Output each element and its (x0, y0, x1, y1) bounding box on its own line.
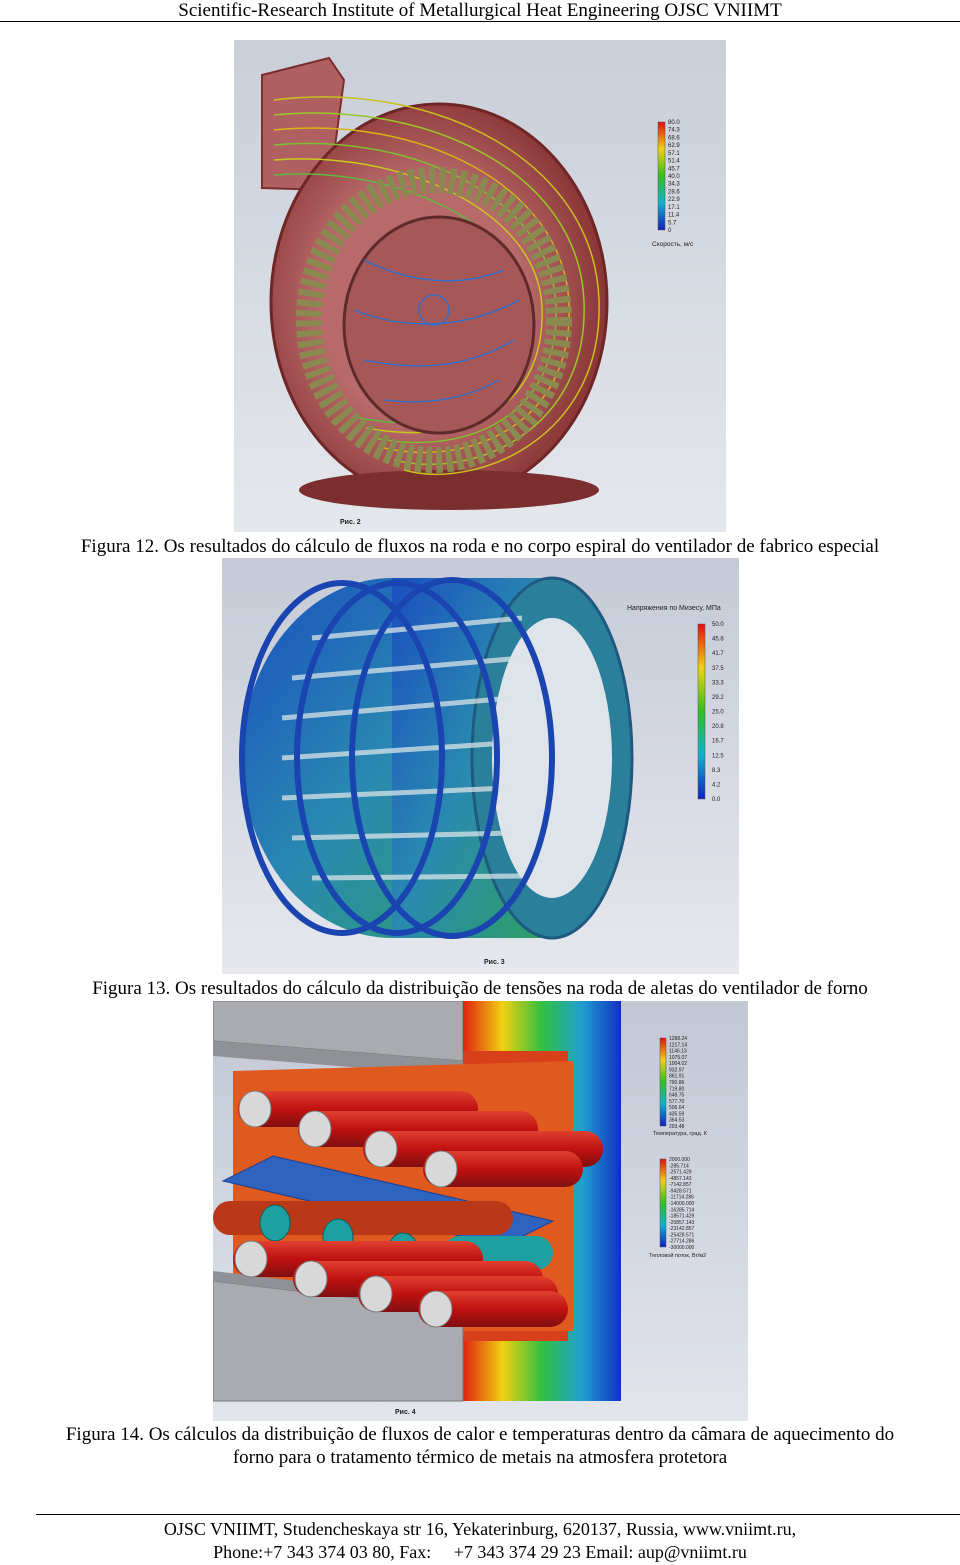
fig12-legend-title: Скорость, м/с (652, 241, 694, 248)
fig14-legend2-tick: -23142.857 (669, 1226, 695, 1232)
fig14-legend1-tick: 506.64 (669, 1105, 685, 1111)
fig12-legend-tick: 34.3 (668, 182, 680, 188)
fig14-legend2-tick: -4857.143 (669, 1176, 692, 1182)
figure-14-caption-line1: Figura 14. Os cálculos da distribuição d… (65, 1424, 895, 1445)
fig14-legend2-tick: -2571.429 (669, 1170, 692, 1176)
fig12-legend-tick: 68.6 (668, 135, 680, 141)
fig14-legend2-tick: -30000.000 (669, 1245, 695, 1251)
fig14-legend2-tick: -18571.429 (669, 1214, 695, 1220)
fig14-legend1-tick: 1004.02 (669, 1061, 687, 1067)
fig14-legend2-tick: -27714.286 (669, 1239, 695, 1245)
fig12-legend-tick: 40.0 (668, 174, 680, 180)
fig13-legend-tick: 12.5 (712, 753, 724, 759)
fig12-legend-tick: 11.4 (668, 213, 680, 219)
fig14-legend1-tick: 648.75 (669, 1093, 685, 1099)
fig14-legend1-tick: 1217.14 (669, 1042, 687, 1048)
fig13-image-label: Рис. 3 (484, 959, 505, 966)
fig14-legend1-tick: 1075.07 (669, 1055, 687, 1061)
fig14-legend2-tick: -285.714 (669, 1163, 689, 1169)
fig12-legend-tick: 17.1 (668, 205, 680, 211)
fig12-legend-tick: 57.1 (668, 151, 680, 157)
fig14-legend2-tick: -14000.000 (669, 1201, 695, 1207)
page-header: Scientific-Research Institute of Metallu… (0, 0, 960, 22)
fig14-legend2-tick: -7142.857 (669, 1182, 692, 1188)
fig14-legend2-tick: -11714.286 (669, 1195, 694, 1201)
fig13-legend-tick: 33.3 (712, 680, 724, 686)
figure-13-image: Напряжения по Мизесу, МПа 50.0 45.8 41.7 37… (222, 558, 739, 974)
fig13-legend-tick: 4.2 (712, 782, 721, 788)
fig14-legend2-tick: -9428.571 (669, 1188, 692, 1194)
fig12-legend-tick: 0 (668, 228, 672, 234)
fig14-legend1-tick: 861.91 (669, 1074, 685, 1080)
fig13-legend-tick: 8.3 (712, 768, 721, 774)
fig14-legend1-tick: 435.59 (669, 1111, 685, 1117)
fig14-legend1-tick: 1288.24 (669, 1036, 687, 1042)
fig13-legend-title: Напряжения по Мизесу, МПа (627, 605, 721, 612)
fig14-legend1-title: Температура, град. К (653, 1131, 708, 1137)
fig12-image-label: Рис. 2 (340, 519, 361, 526)
fig14-legend1-tick: 577.70 (669, 1099, 685, 1105)
fig14-legend2-tick: -20857.143 (669, 1220, 695, 1226)
figure-14-caption-line2: forno para o tratamento térmico de metai… (232, 1447, 728, 1468)
fig13-legend-tick: 20.8 (712, 724, 724, 730)
fig13-legend-tick: 50.0 (712, 622, 724, 628)
fig14-image-label: Рис. 4 (395, 1409, 416, 1416)
fig12-legend-tick: 5.7 (668, 220, 677, 226)
fig14-legend1-tick: 932.97 (669, 1067, 685, 1073)
figure-13-caption: Figura 13. Os resultados do cálculo da d… (92, 978, 868, 999)
fig14-legend2-tick: -25428.571 (669, 1232, 695, 1238)
fig13-legend-tick: 45.8 (712, 637, 724, 643)
fig14-legend2-tick: 2000.000 (669, 1157, 690, 1163)
fig12-legend-tick: 74.3 (668, 128, 680, 134)
fig14-legend1-tick: 293.48 (669, 1124, 685, 1130)
fig14-legend1-tick: 1146.13 (669, 1049, 687, 1055)
footer-contacts: Phone:+7 343 374 03 80, Fax: +7 343 374 … (213, 1542, 747, 1562)
fig12-legend-tick: 51.4 (668, 159, 680, 165)
fig13-legend-tick: 37.5 (712, 666, 724, 672)
fig12-legend-tick: 22.9 (668, 197, 680, 203)
fig13-legend-tick: 41.7 (712, 651, 724, 657)
fig12-legend-tick: 28.6 (668, 189, 680, 195)
fig12-legend-tick: 62.9 (668, 143, 680, 149)
figure-14-caption: Figura 14. Os cálculos da distribuição d… (0, 1423, 960, 1469)
fig13-legend-tick: 16.7 (712, 739, 724, 745)
fig13-legend-tick: 25.0 (712, 710, 724, 716)
figure-12-caption: Figura 12. Os resultados do cálculo de f… (80, 536, 880, 557)
fig13-legend-tick: 0.0 (712, 797, 721, 803)
fig14-legend1-tick: 364.53 (669, 1118, 685, 1124)
footer-divider (36, 1514, 960, 1515)
fig12-legend-tick: 80.0 (668, 120, 680, 126)
fig14-legend2-title: Тепловой поток, Вт/м2 (649, 1252, 706, 1259)
fig12-legend-tick: 45.7 (668, 166, 680, 172)
footer-address: OJSC VNIIMT, Studencheskaya str 16, Yeka… (163, 1519, 797, 1539)
fig13-legend-tick: 29.2 (712, 695, 724, 701)
page-footer: OJSC VNIIMT, Studencheskaya str 16, Yeka… (0, 1518, 960, 1564)
fig14-legend2-tick: -16285.714 (669, 1207, 695, 1213)
fig14-legend1-tick: 719.80 (669, 1086, 685, 1092)
fig14-legend1-tick: 790.86 (669, 1080, 685, 1086)
